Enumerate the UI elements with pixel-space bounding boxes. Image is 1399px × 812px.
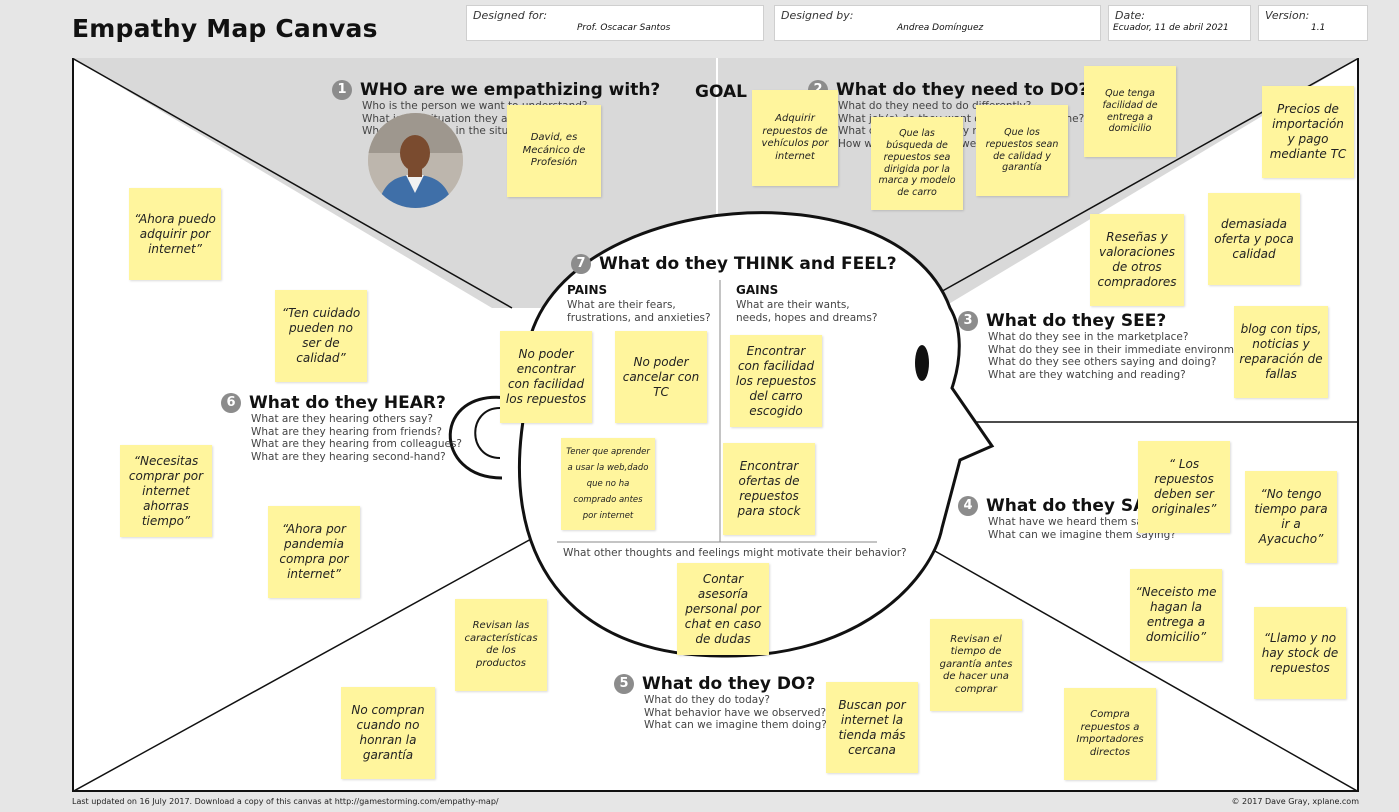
note-gain-2[interactable]: Encontrar ofertas de repuestos para stoc… (723, 443, 815, 535)
designed-by-field[interactable]: Designed by: Andrea Domínguez (774, 5, 1101, 41)
note-need-3[interactable]: Que los repuestos sean de calidad y gara… (976, 105, 1068, 196)
footer-right: © 2017 Dave Gray, xplane.com (1231, 797, 1359, 806)
note-do-5[interactable]: Compra repuestos a Importadores directos (1064, 688, 1156, 780)
do-q3: What can we imagine them doing? (644, 719, 827, 731)
note-gain-1[interactable]: Encontrar con facilidad los repuestos de… (730, 335, 822, 427)
note-pain-1[interactable]: No poder encontrar con facilidad los rep… (500, 331, 592, 423)
see-q1: What do they see in the marketplace? (988, 331, 1189, 343)
think-other-question: What other thoughts and feelings might m… (563, 547, 907, 559)
page-title: Empathy Map Canvas (72, 14, 378, 43)
pains-title: PAINS (567, 283, 608, 297)
badge-6: 6 (221, 393, 241, 413)
note-see-2[interactable]: demasiada oferta y poca calidad (1208, 193, 1300, 285)
note-who-1[interactable]: David, es Mecánico de Profesión (507, 105, 601, 197)
badge-5: 5 (614, 674, 634, 694)
note-pain-3[interactable]: Tener que aprender a usar la web,dado qu… (561, 438, 655, 530)
say-title: What do they SAY? (986, 496, 1167, 516)
designed-for-value: Prof. Oscacar Santos (577, 23, 671, 33)
section-hear: 6 What do they HEAR? What are they hearin… (221, 393, 462, 463)
note-see-3[interactable]: blog con tips, noticias y reparación de … (1234, 306, 1328, 398)
who-title: WHO are we empathizing with? (360, 80, 661, 100)
see-title: What do they SEE? (986, 311, 1167, 331)
date-label: Date: (1115, 9, 1145, 22)
version-field[interactable]: Version: 1.1 (1258, 5, 1368, 41)
see-q4: What are they watching and reading? (988, 368, 1186, 381)
designed-by-label: Designed by: (781, 9, 854, 22)
need-do-title: What do they need to DO? (836, 80, 1089, 100)
section-do: 5 What do they DO? What do they do today?… (614, 674, 827, 732)
do-q1: What do they do today? (644, 694, 770, 706)
goal-label: GOAL (695, 82, 747, 102)
gains-q2: needs, hopes and dreams? (736, 312, 878, 324)
section-think: 7 What do they THINK and FEEL? (571, 254, 897, 274)
note-do-1[interactable]: Revisan las características de los produ… (455, 599, 547, 691)
version-value: 1.1 (1311, 23, 1326, 33)
note-do-2[interactable]: No compran cuando no honran la garantía (341, 687, 435, 779)
eye-shape (915, 345, 929, 381)
note-see-1[interactable]: Reseñas y valoraciones de otros comprado… (1090, 214, 1184, 306)
see-q2: What do they see in their immediate envi… (988, 343, 1257, 356)
note-hear-1[interactable]: “Ahora puedo adquirir por internet” (129, 188, 221, 280)
footer-left: Last updated on 16 July 2017. Download a… (72, 797, 499, 806)
do-title: What do they DO? (642, 674, 816, 694)
head-outline (518, 211, 995, 658)
person-icon (368, 113, 463, 208)
badge-4: 4 (958, 496, 978, 516)
note-pain-2[interactable]: No poder cancelar con TC (615, 331, 707, 423)
say-q2: What can we imagine them saying? (988, 528, 1176, 541)
designed-by-value: Andrea Domínguez (897, 23, 984, 33)
date-field[interactable]: Date: Ecuador, 11 de abril 2021 (1108, 5, 1251, 41)
hear-title: What do they HEAR? (249, 393, 446, 413)
badge-3: 3 (958, 311, 978, 331)
note-do-3[interactable]: Buscan por internet la tienda más cercan… (826, 682, 918, 773)
pains-q2: frustrations, and anxieties? (567, 312, 711, 324)
hear-q2: What are they hearing from friends? (251, 425, 442, 438)
note-hear-3[interactable]: “Necesitas comprar por internet ahorras … (120, 445, 212, 537)
badge-7: 7 (571, 254, 591, 274)
note-say-1[interactable]: “ Los repuestos deben ser originales” (1138, 441, 1230, 533)
persona-avatar (368, 113, 463, 208)
designed-for-label: Designed for: (473, 9, 548, 22)
note-say-3[interactable]: “Neceisto me hagan la entrega a domicili… (1130, 569, 1222, 661)
note-need-5[interactable]: Precios de importación y pago mediante T… (1262, 86, 1354, 178)
see-q3: What do they see others saying and doing… (988, 356, 1217, 368)
note-need-2[interactable]: Que las búsqueda de repuestos sea dirigi… (871, 117, 963, 210)
version-label: Version: (1265, 9, 1310, 22)
note-need-4[interactable]: Que tenga facilidad de entrega a domicil… (1084, 66, 1176, 157)
designed-for-field[interactable]: Designed for: Prof. Oscacar Santos (466, 5, 764, 41)
section-say: 4 What do they SAY? What have we heard th… (958, 496, 1176, 541)
gains-q1: What are their wants, (736, 299, 850, 311)
hear-q4: What are they hearing second-hand? (251, 450, 446, 463)
note-need-1[interactable]: Adquirir repuestos de vehículos por inte… (752, 90, 838, 186)
hear-q3: What are they hearing from colleagues? (251, 438, 462, 450)
note-say-4[interactable]: “Llamo y no hay stock de repuestos (1254, 607, 1346, 699)
note-hear-4[interactable]: “Ahora por pandemia compra por internet” (268, 506, 360, 598)
think-title: What do they THINK and FEEL? (599, 254, 897, 274)
gains-title: GAINS (736, 283, 779, 297)
section-see: 3 What do they SEE? What do they see in t… (958, 311, 1257, 381)
note-say-2[interactable]: “No tengo tiempo para ir a Ayacucho” (1245, 471, 1337, 563)
note-do-4[interactable]: Revisan el tiempo de garantía antes de h… (930, 619, 1022, 711)
note-other-1[interactable]: Contar asesoría personal por chat en cas… (677, 563, 769, 655)
pains-q1: What are their fears, (567, 299, 676, 311)
do-q2: What behavior have we observed? (644, 706, 827, 719)
hear-q1: What are they hearing others say? (251, 413, 433, 425)
badge-1: 1 (332, 80, 352, 100)
say-q1: What have we heard them say? (988, 516, 1155, 528)
date-value: Ecuador, 11 de abril 2021 (1113, 23, 1229, 33)
note-hear-2[interactable]: “Ten cuidado pueden no ser de calidad” (275, 290, 367, 382)
